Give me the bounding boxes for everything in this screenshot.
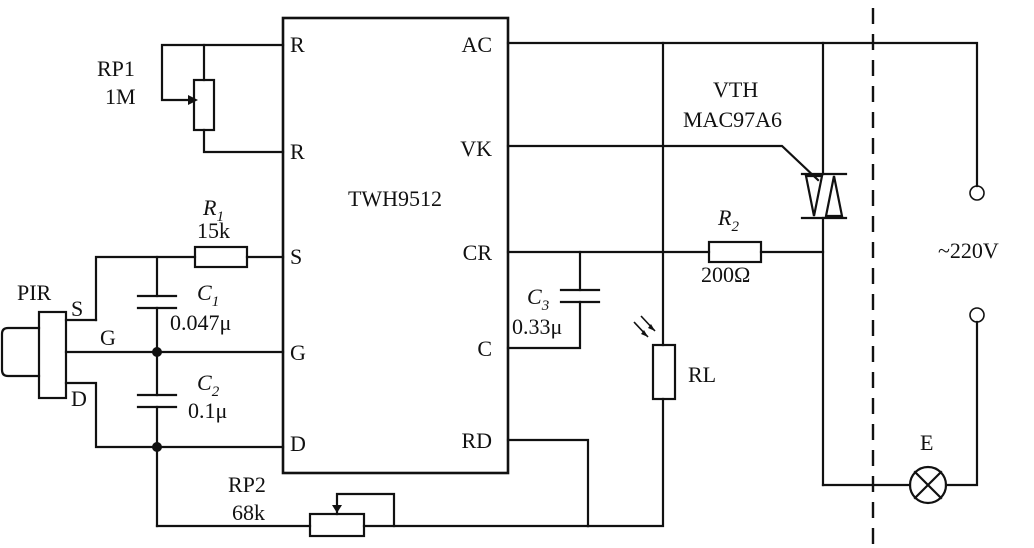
ic-pin-s: S xyxy=(290,244,302,269)
rp2-potentiometer xyxy=(155,492,590,538)
lamp-icon xyxy=(908,465,948,505)
ic-pin-r-bottom: R xyxy=(290,139,305,164)
c3-value: 0.33μ xyxy=(512,314,562,339)
r2-resistor xyxy=(506,240,825,264)
rp2-value: 68k xyxy=(232,500,265,525)
c3-letter: C3 xyxy=(527,284,549,314)
rp1-name: RP1 xyxy=(97,56,135,81)
ic-pin-vk: VK xyxy=(460,136,492,161)
r2-value: 200Ω xyxy=(701,262,750,287)
rl-photoresistor xyxy=(586,41,677,528)
supply-terminal-bottom xyxy=(969,307,985,323)
pir-pin-d: D xyxy=(71,386,87,411)
d-wire xyxy=(64,381,285,449)
ic-body xyxy=(281,16,510,475)
ic-pin-d: D xyxy=(290,431,306,456)
c1-letter: C1 xyxy=(197,280,219,310)
rp2-name: RP2 xyxy=(228,472,266,497)
pir-pin-s: S xyxy=(71,296,83,321)
pir-wire-g: G xyxy=(100,325,116,350)
vth-triac xyxy=(800,41,848,487)
r2-letter: R2 xyxy=(717,205,739,235)
pir-name: PIR xyxy=(17,280,52,305)
r1-resistor xyxy=(94,245,285,322)
r1-letter: R1 xyxy=(202,195,224,225)
ic-pin-g: G xyxy=(290,340,306,365)
vth-part: MAC97A6 xyxy=(683,107,782,132)
c2-letter: C2 xyxy=(197,370,220,400)
c2-value: 0.1μ xyxy=(188,398,227,423)
ic-pin-ac: AC xyxy=(461,32,492,57)
ic-pin-r-top: R xyxy=(290,32,305,57)
r1-value: 15k xyxy=(197,218,230,243)
vth-name: VTH xyxy=(713,77,758,102)
ic-pin-rd: RD xyxy=(461,428,492,453)
ic-pin-c: C xyxy=(477,336,492,361)
rp1-value: 1M xyxy=(105,84,136,109)
ic-pin-cr: CR xyxy=(463,240,493,265)
ac-line xyxy=(506,41,979,188)
neutral-line xyxy=(944,320,979,487)
c1-value: 0.047μ xyxy=(170,310,231,335)
supply-label: ~220V xyxy=(938,238,999,263)
vk-gate-wire xyxy=(506,144,820,182)
rp1-potentiometer xyxy=(160,43,285,154)
c3-capacitor xyxy=(506,250,601,350)
supply-terminal-top xyxy=(969,185,985,201)
rd-wire xyxy=(506,438,590,528)
ic-name: TWH9512 xyxy=(348,186,442,211)
capacitor-column xyxy=(136,255,178,528)
rl-name: RL xyxy=(688,362,716,387)
pir-sensor xyxy=(0,310,68,400)
lamp-name: E xyxy=(920,430,933,455)
